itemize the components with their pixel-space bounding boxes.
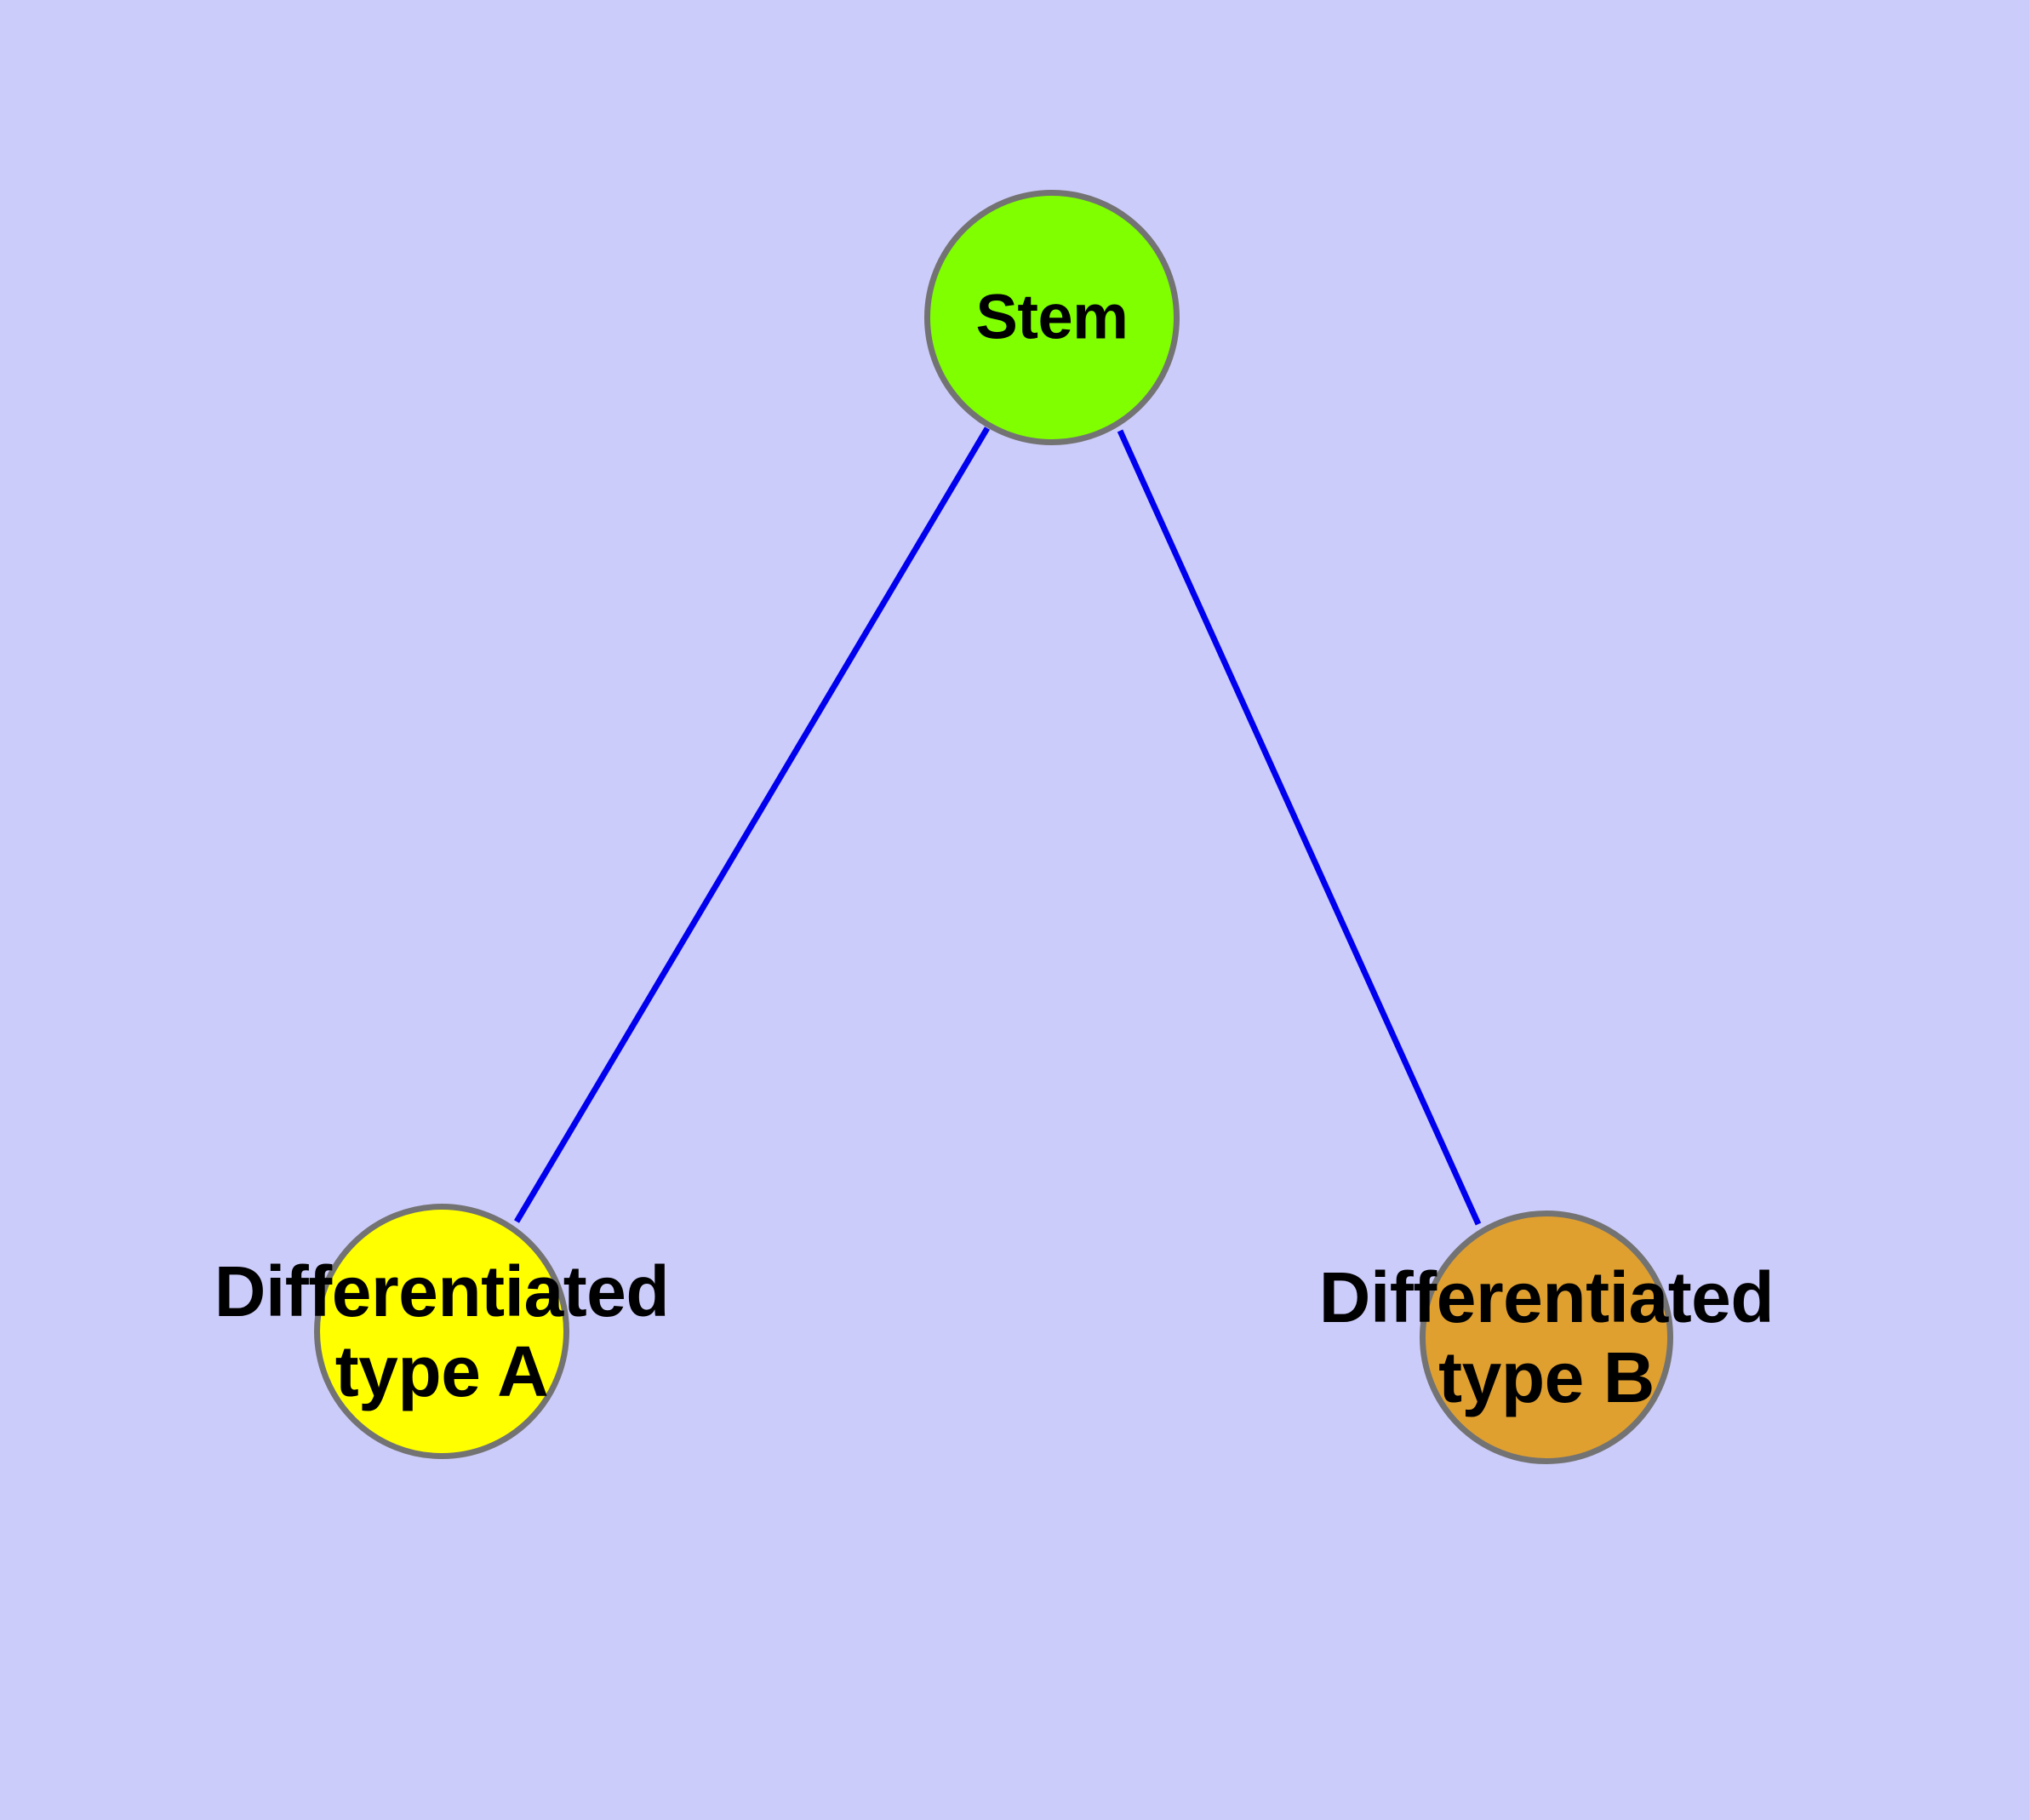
graph-node-stem[interactable]: [924, 190, 1180, 445]
graph-edge-stem-to-diff-b: [1117, 429, 1482, 1226]
graph-edge-stem-to-diff-a: [513, 426, 991, 1223]
graph-node-diff-b[interactable]: [1420, 1210, 1673, 1464]
graph-node-diff-a[interactable]: [314, 1204, 569, 1459]
